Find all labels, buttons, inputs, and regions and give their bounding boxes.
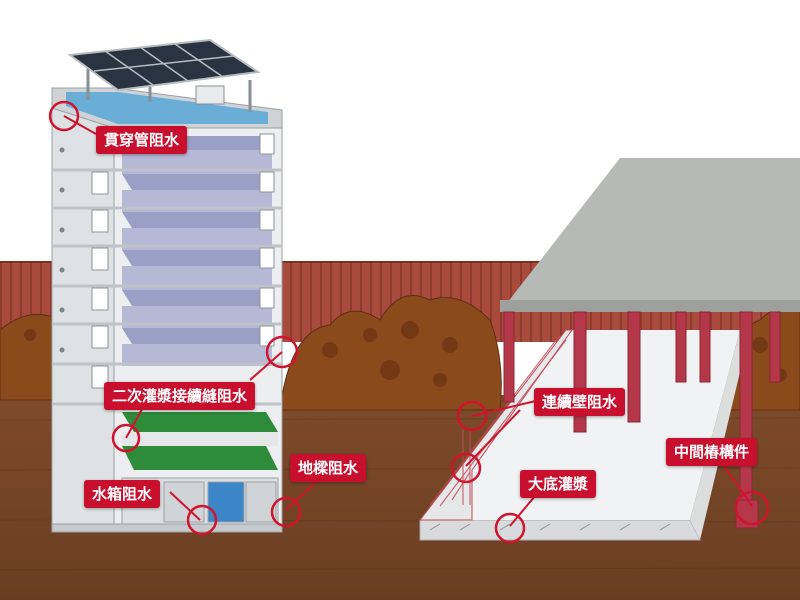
label-continuous-wall: 連續壁阻水 bbox=[534, 388, 626, 416]
basement-green-floors bbox=[122, 412, 278, 470]
label-ground-beam: 地樑阻水 bbox=[290, 454, 367, 482]
callout-ring-water-tank bbox=[186, 504, 218, 536]
callout-ring-wall-upper bbox=[456, 400, 488, 432]
callout-ring-penetration bbox=[48, 100, 80, 132]
label-water-tank: 水箱阻水 bbox=[84, 480, 161, 508]
solar-panel bbox=[67, 38, 261, 112]
building bbox=[51, 38, 283, 533]
callout-rings bbox=[48, 100, 770, 544]
callout-ring-grouting-joint bbox=[265, 335, 299, 369]
excavation-site bbox=[418, 158, 800, 541]
callout-ring-king-post bbox=[734, 490, 770, 526]
callout-ring-base bbox=[494, 512, 526, 544]
roof-water-pool bbox=[66, 92, 268, 124]
rooftop-unit bbox=[195, 85, 225, 105]
label-penetration-pipe: 貫穿管阻水 bbox=[96, 126, 188, 154]
label-base-grouting: 大底灌漿 bbox=[520, 470, 597, 498]
callout-ring-wall-lower bbox=[450, 452, 482, 484]
diaphragm-wall bbox=[418, 329, 573, 521]
callout-ring-basement-wall bbox=[111, 423, 141, 453]
canopy-roof bbox=[500, 158, 800, 312]
label-secondary-grouting-joint: 二次灌漿接續縫阻水 bbox=[104, 382, 256, 410]
callout-ring-ground-beam bbox=[270, 496, 302, 528]
label-king-post: 中間樁構件 bbox=[666, 438, 758, 466]
